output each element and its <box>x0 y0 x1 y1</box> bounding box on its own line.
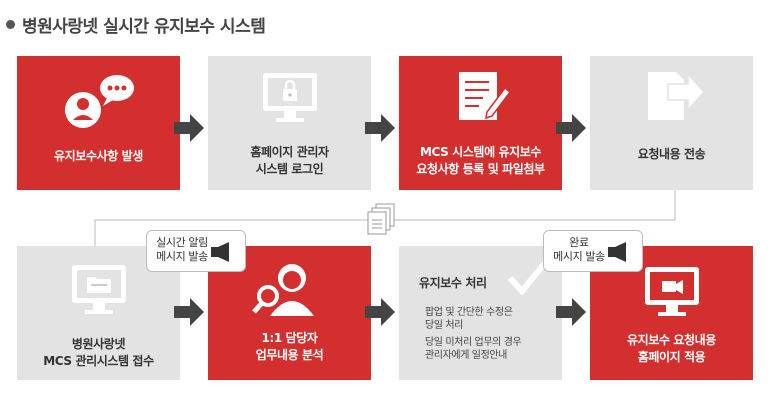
title-bullet <box>6 20 15 29</box>
step-apply-homepage: 유지보수 요청내용 홈페이지 적용 <box>590 246 753 380</box>
step-mcs-register-label: MCS 시스템에 유지보수 요청사항 등록 및 파일첨부 <box>416 145 545 176</box>
step-send-request-label: 요청내용 전송 <box>637 147 706 161</box>
step-maintenance-line-2: 당일 미처리 업무의 경우 관리자에게 일정안내 <box>425 337 522 361</box>
step-maintenance: 유지보수 처리 팝업 및 간단한 수정은 당일 처리 당일 미처리 업무의 경우… <box>399 246 562 380</box>
step-admin-login-label: 홈페이지 관리자 시스템 로그인 <box>250 145 329 176</box>
arrow-5-6 <box>174 298 204 326</box>
user-chat-icon <box>61 72 141 138</box>
document-pen-icon <box>453 68 512 130</box>
step-apply-homepage-label: 유지보수 요청내용 홈페이지 적용 <box>627 333 716 364</box>
complete-bubble-text: 완료 메시지 발송 <box>553 236 605 263</box>
arrow-2-3 <box>365 114 395 142</box>
complete-bubble: 완료 메시지 발송 <box>543 230 643 272</box>
page-title-text: 병원사랑넷 실시간 유지보수 시스템 <box>22 17 266 37</box>
check-icon <box>507 260 548 300</box>
arrow-7-8 <box>556 298 586 326</box>
notify-bubble-text: 실시간 알림 메시지 발송 <box>156 236 208 263</box>
documents-icon <box>365 202 399 240</box>
monitor-camera-icon <box>642 264 702 324</box>
user-search-icon <box>252 258 324 322</box>
arrow-1-2 <box>174 114 204 142</box>
arrow-6-7 <box>365 298 395 326</box>
step-issue-occurred-label: 유지보수사항 발생 <box>54 149 143 163</box>
page-title: 병원사랑넷 실시간 유지보수 시스템 <box>6 12 266 37</box>
folder-monitor-icon <box>69 262 129 322</box>
step-mcs-receive-label: 병원사랑넷 MCS 관리시스템 접수 <box>43 337 154 368</box>
speaker-icon <box>211 242 229 262</box>
step-maintenance-line-1: 팝업 및 간단한 수정은 당일 처리 <box>425 307 513 331</box>
send-document-icon <box>644 70 706 126</box>
arrow-3-4 <box>556 114 586 142</box>
notify-bubble: 실시간 알림 메시지 발송 <box>146 230 246 272</box>
step-mcs-register: MCS 시스템에 유지보수 요청사항 등록 및 파일첨부 <box>399 56 562 190</box>
lock-monitor-icon <box>260 70 320 130</box>
step-admin-login: 홈페이지 관리자 시스템 로그인 <box>208 56 371 190</box>
step-send-request: 요청내용 전송 <box>590 56 753 190</box>
step-maintenance-title: 유지보수 처리 <box>419 276 487 290</box>
step-issue-occurred: 유지보수사항 발생 <box>17 56 180 190</box>
step-analysis-label: 1:1 담당자 업무내용 분석 <box>255 331 324 362</box>
speaker-icon <box>608 242 626 262</box>
